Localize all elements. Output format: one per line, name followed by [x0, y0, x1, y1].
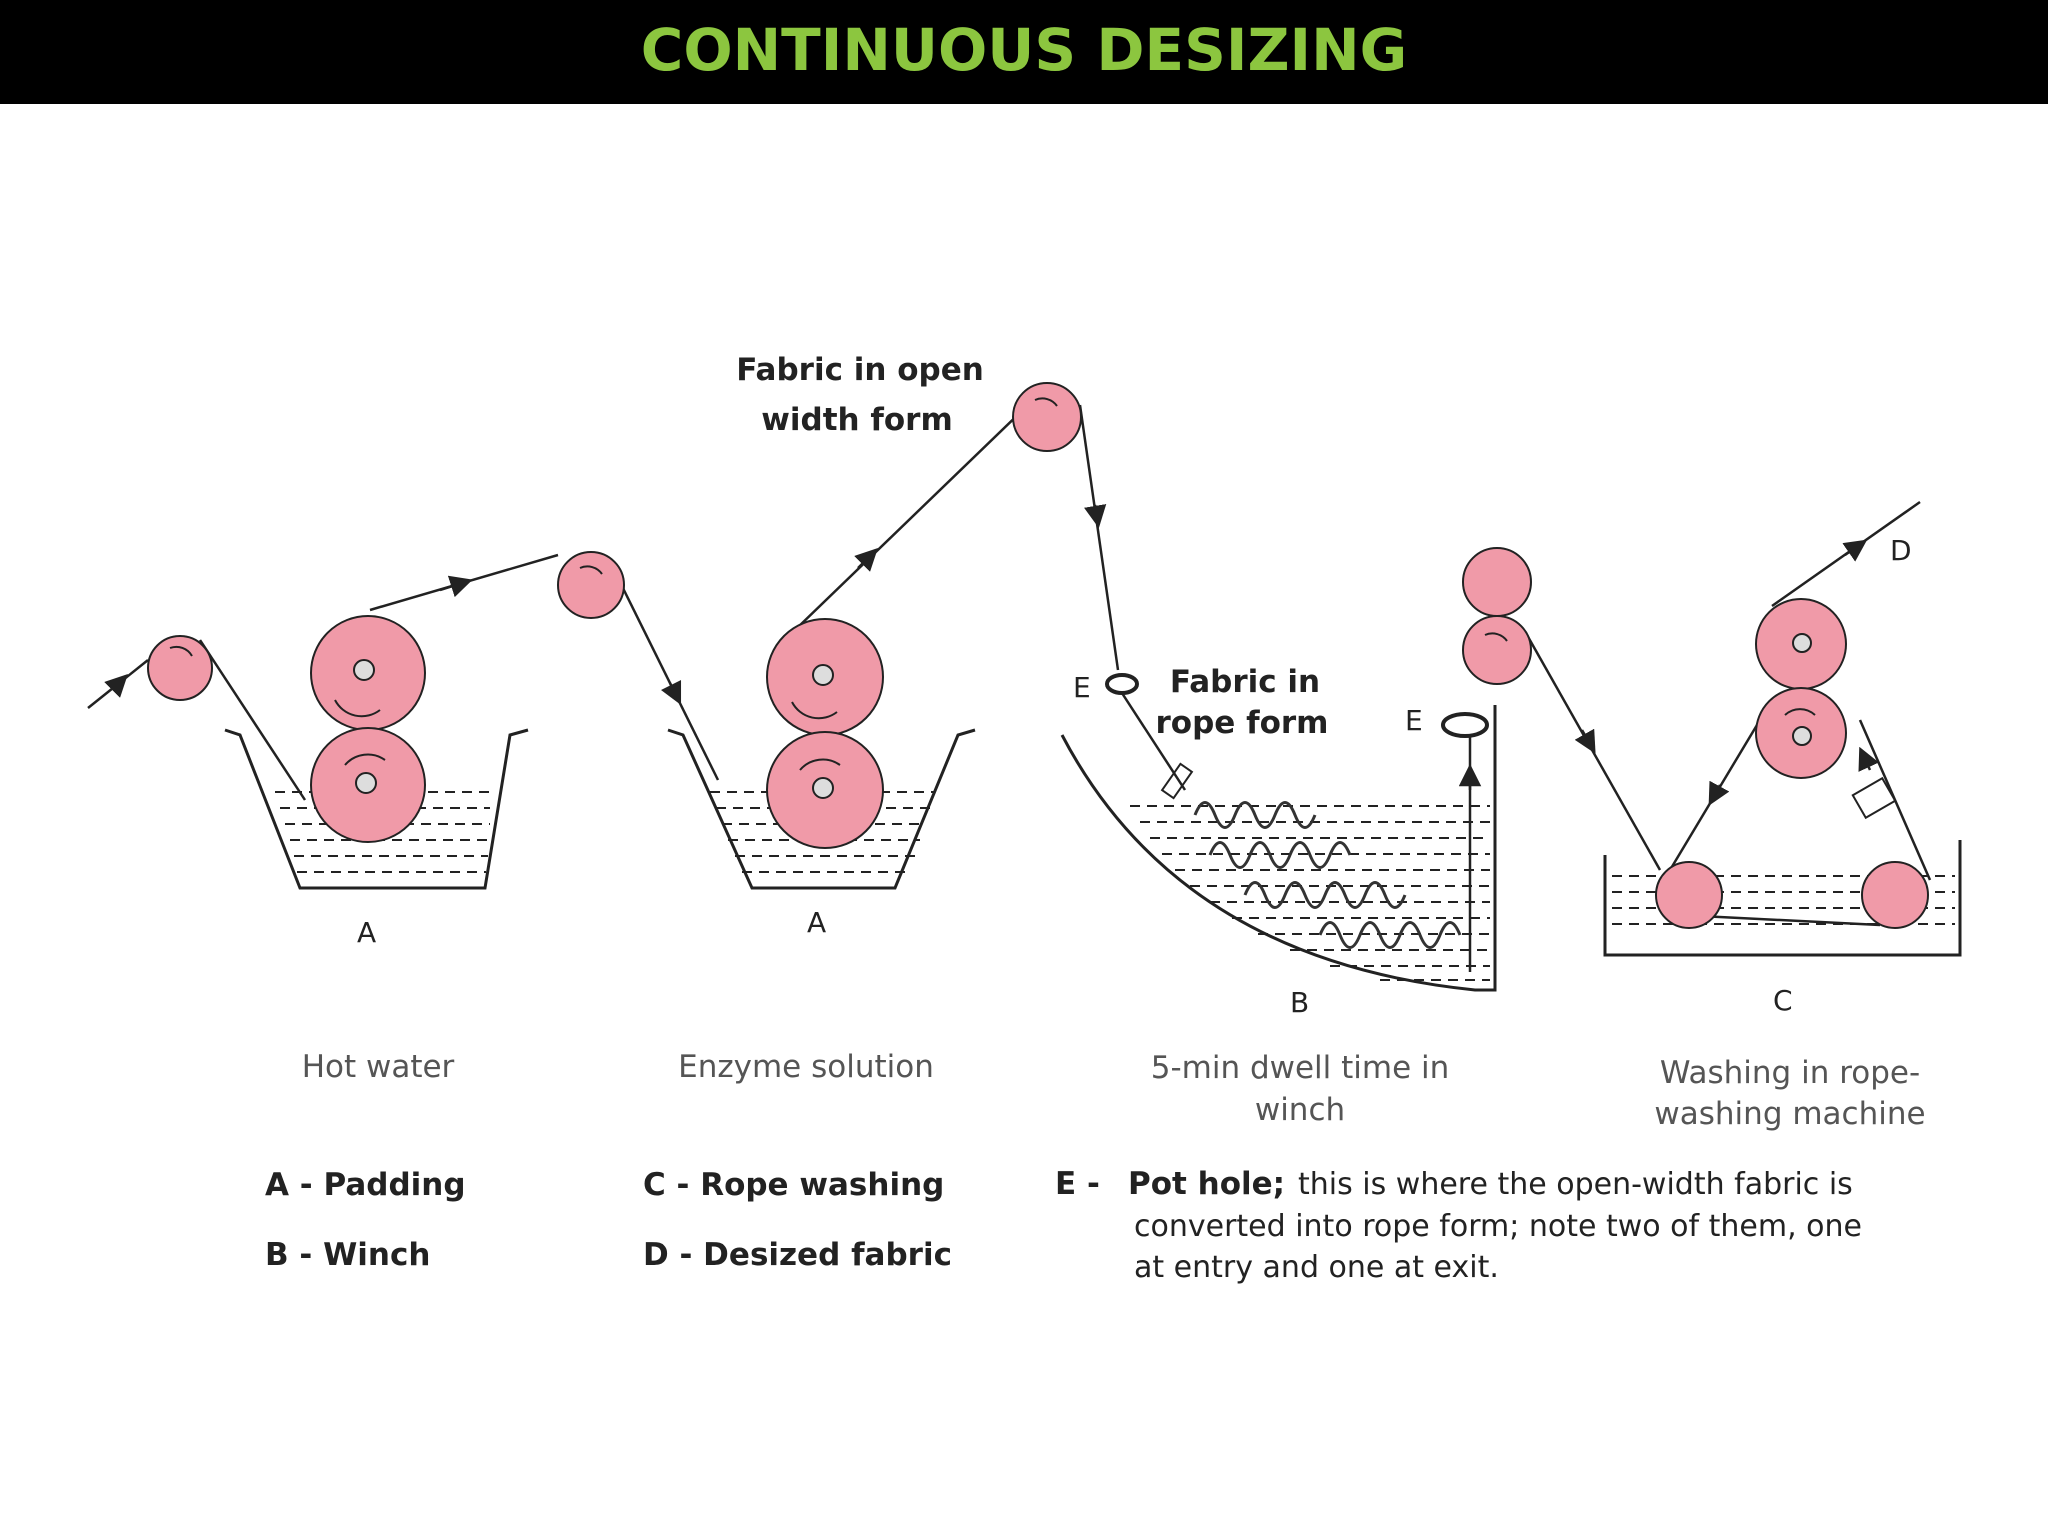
fabric-path — [87, 404, 1932, 972]
marker-e-exit: E — [1405, 704, 1423, 737]
marker-b-winch: B — [1290, 986, 1309, 1019]
legend-e-desc-line1: this is where the open-width fabric is — [1298, 1167, 1853, 1202]
open-width-label-line1: Fabric in open — [736, 352, 984, 388]
squeeze-roller-top-c — [1755, 598, 1847, 690]
pad-roller-top-a1 — [310, 615, 426, 731]
winch-exit-roller-bottom — [1462, 615, 1532, 685]
legend-b-winch: B - Winch — [265, 1237, 430, 1273]
winch-exit-roller-top — [1462, 547, 1532, 617]
marker-e-entry: E — [1073, 671, 1091, 704]
guide-roller-top — [1012, 382, 1082, 452]
rope-form-label-line1: Fabric in — [1170, 664, 1320, 700]
caption-washing-line1: Washing in rope- — [1660, 1055, 1920, 1091]
caption-washing-line2: washing machine — [1654, 1096, 1925, 1132]
legend-e-desc-line2: converted into rope form; note two of th… — [1134, 1209, 1862, 1244]
pad-roller-bottom-a1 — [310, 727, 426, 843]
guide-roller — [557, 551, 625, 619]
open-width-label-line2: width form — [761, 402, 953, 438]
marker-d-desized: D — [1890, 534, 1912, 567]
pad-roller-top-a2 — [766, 618, 884, 736]
page-title: CONTINUOUS DESIZING — [640, 16, 1408, 84]
marker-a-enzyme: A — [807, 906, 826, 939]
legend-d-desized-fabric: D - Desized fabric — [643, 1237, 952, 1273]
caption-hot-water: Hot water — [302, 1049, 455, 1085]
pot-hole-entry — [1105, 673, 1139, 695]
pad-roller-bottom-a2 — [766, 731, 884, 849]
rope-form-label-line2: rope form — [1156, 705, 1329, 741]
marker-c-washing: C — [1773, 984, 1793, 1017]
legend-c-rope-washing: C - Rope washing — [643, 1167, 944, 1203]
legend-a-padding: A - Padding — [265, 1167, 466, 1203]
winch-tank — [1060, 705, 1497, 992]
wash-roller-right — [1861, 861, 1929, 929]
legend-e-pot-hole: Pot hole; — [1128, 1166, 1285, 1202]
caption-dwell-line2: winch — [1255, 1092, 1345, 1128]
squeeze-roller-bottom-c — [1755, 687, 1847, 779]
legend-e-desc-line3: at entry and one at exit. — [1134, 1250, 1499, 1285]
guide-roller — [147, 635, 213, 701]
legend-e-key: E - — [1055, 1166, 1100, 1202]
caption-dwell-line1: 5-min dwell time in — [1151, 1050, 1450, 1086]
title-bar: CONTINUOUS DESIZING — [0, 0, 2048, 104]
marker-a-hot-water: A — [357, 916, 376, 949]
pot-hole-exit — [1441, 712, 1489, 738]
caption-enzyme-solution: Enzyme solution — [678, 1049, 934, 1085]
wash-roller-left — [1655, 861, 1723, 929]
